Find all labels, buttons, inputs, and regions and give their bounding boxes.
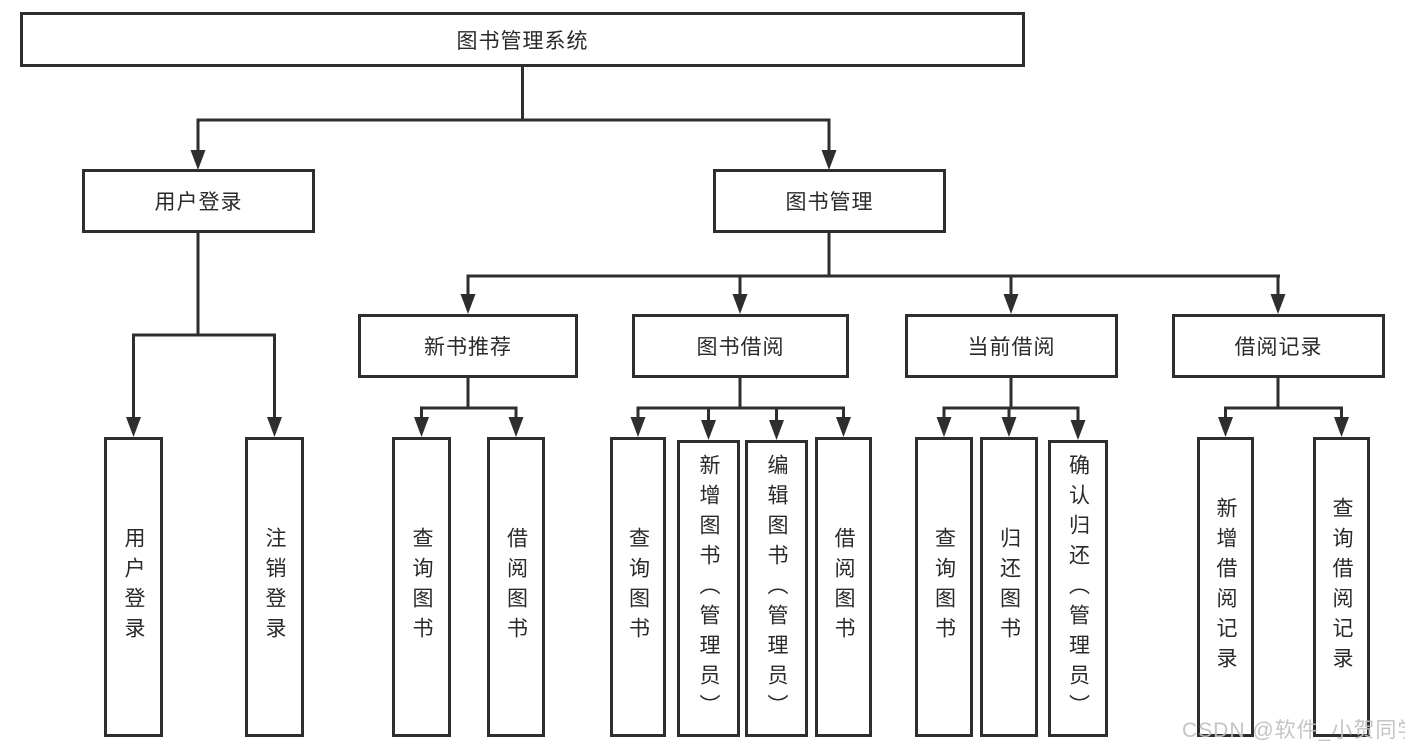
leaf-borrow-books-1-label: 借阅图书 <box>504 527 528 647</box>
node-new-book-recommend-label: 新书推荐 <box>424 336 512 359</box>
node-book-borrow: 图书借阅 <box>632 314 849 378</box>
leaf-add-borrow-record-label: 新增借阅记录 <box>1214 497 1237 677</box>
node-current-borrow-label: 当前借阅 <box>967 336 1056 359</box>
node-new-book-recommend: 新书推荐 <box>358 314 578 378</box>
leaf-add-book-admin-label: 新增图书（管理员） <box>697 453 720 724</box>
leaf-confirm-return-admin: 确认归还（管理员） <box>1048 440 1108 737</box>
leaf-add-borrow-record: 新增借阅记录 <box>1197 437 1254 737</box>
leaf-return-book-label: 归还图书 <box>997 527 1021 647</box>
node-borrow-records: 借阅记录 <box>1172 314 1385 378</box>
leaf-edit-book-admin-label: 编辑图书（管理员） <box>765 453 788 724</box>
connector-borrow-records <box>1218 378 1349 437</box>
leaf-borrow-books-2-label: 借阅图书 <box>832 527 855 647</box>
node-book-management-label: 图书管理 <box>785 191 874 214</box>
leaf-query-books-1-label: 查询图书 <box>410 527 433 647</box>
leaf-borrow-books-2: 借阅图书 <box>815 437 872 737</box>
node-book-borrow-label: 图书借阅 <box>696 336 785 359</box>
node-user-login-label: 用户登录 <box>154 191 243 214</box>
node-library-management-system-label: 图书管理系统 <box>456 29 589 53</box>
node-book-management: 图书管理 <box>713 169 946 233</box>
leaf-query-books-2: 查询图书 <box>610 437 666 737</box>
connector-new-book-recommend <box>414 378 524 437</box>
connector-book-management <box>460 233 1286 314</box>
connector-book-borrow <box>630 378 851 440</box>
leaf-confirm-return-admin-label: 确认归还（管理员） <box>1066 453 1090 724</box>
leaf-query-books-3-label: 查询图书 <box>932 527 956 647</box>
leaf-borrow-books-1: 借阅图书 <box>487 437 545 737</box>
leaf-query-books-1: 查询图书 <box>392 437 451 737</box>
leaf-add-book-admin: 新增图书（管理员） <box>677 440 740 737</box>
leaf-user-login-label: 用户登录 <box>122 527 145 647</box>
node-library-management-system: 图书管理系统 <box>20 12 1025 67</box>
node-current-borrow: 当前借阅 <box>905 314 1118 378</box>
leaf-logout: 注销登录 <box>245 437 304 737</box>
leaf-query-books-3: 查询图书 <box>915 437 973 737</box>
connector-root <box>190 67 837 170</box>
node-user-login: 用户登录 <box>82 169 315 233</box>
node-borrow-records-label: 借阅记录 <box>1234 336 1323 359</box>
leaf-logout-label: 注销登录 <box>263 527 286 647</box>
leaf-query-borrow-record-label: 查询借阅记录 <box>1330 497 1353 677</box>
connector-user-login <box>126 233 282 437</box>
watermark: CSDN @软件_小贺同学 <box>1182 719 1405 742</box>
connector-current-borrow <box>936 378 1086 440</box>
leaf-user-login: 用户登录 <box>104 437 163 737</box>
leaf-return-book: 归还图书 <box>980 437 1038 737</box>
leaf-query-borrow-record: 查询借阅记录 <box>1313 437 1370 737</box>
leaf-query-books-2-label: 查询图书 <box>626 527 650 647</box>
leaf-edit-book-admin: 编辑图书（管理员） <box>745 440 808 737</box>
